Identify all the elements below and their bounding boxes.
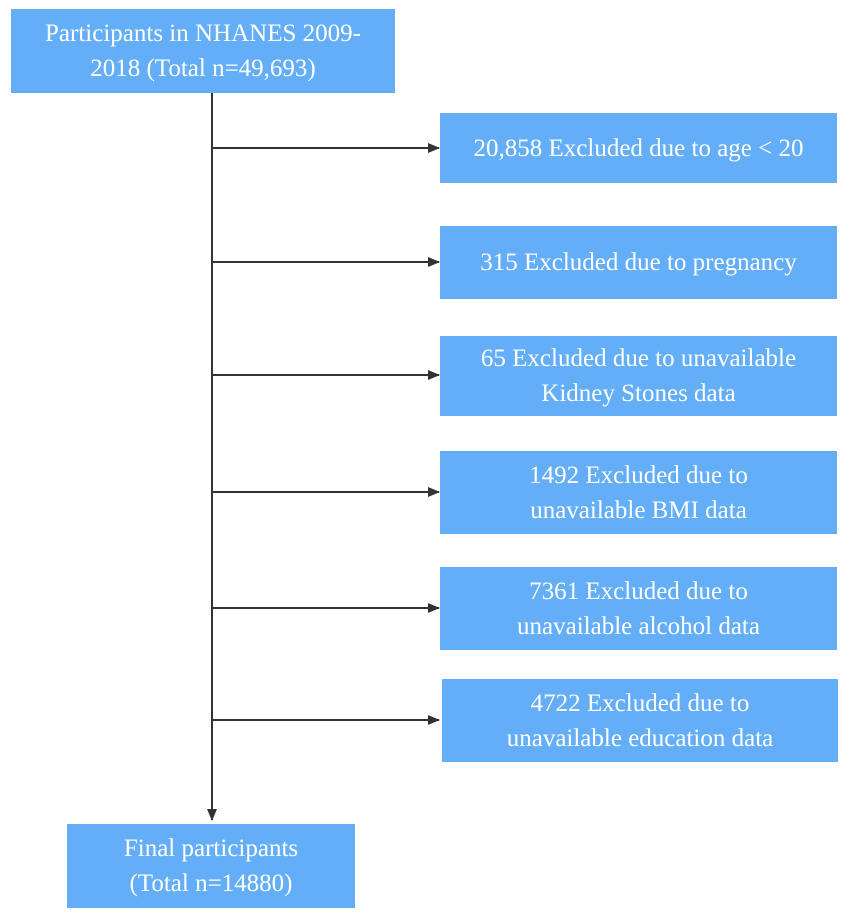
exclusion-box-alcohol: 7361 Excluded due to unavailable alcohol… [440, 567, 837, 650]
start-box-line2: 2018 (Total n=49,693) [90, 55, 316, 82]
final-box: Final participants (Total n=14880) [67, 824, 355, 908]
exclusion-box-bmi-line2: unavailable BMI data [530, 496, 747, 524]
exclusion-box-age-line1: 20,858 Excluded due to age < 20 [473, 134, 804, 162]
exclusion-box-kidney-stones: 65 Excluded due to unavailable Kidney St… [440, 336, 837, 416]
exclusion-box-education-line1: 4722 Excluded due to [530, 689, 750, 717]
exclusion-box-pregnancy-line1: 315 Excluded due to pregnancy [480, 249, 797, 276]
exclusion-box-pregnancy: 315 Excluded due to pregnancy [440, 226, 837, 299]
start-box-line1: Participants in NHANES 2009- [45, 20, 361, 47]
exclusion-box-kidney-stones-line2: Kidney Stones data [541, 380, 736, 407]
start-box: Participants in NHANES 2009- 2018 (Total… [11, 9, 395, 93]
exclusion-box-bmi: 1492 Excluded due to unavailable BMI dat… [440, 451, 837, 534]
exclusion-box-education: 4722 Excluded due to unavailable educati… [442, 679, 838, 762]
exclusion-box-kidney-stones-line1: 65 Excluded due to unavailable [480, 345, 797, 372]
exclusion-box-education-line2: unavailable education data [506, 724, 774, 752]
exclusion-box-bmi-line1: 1492 Excluded due to [529, 461, 748, 489]
exclusion-box-age: 20,858 Excluded due to age < 20 [440, 113, 837, 183]
final-box-line1: Final participants [123, 835, 299, 862]
exclusion-box-alcohol-line1: 7361 Excluded due to [529, 577, 748, 605]
exclusion-box-alcohol-line2: unavailable alcohol data [517, 612, 760, 640]
final-box-line2: (Total n=14880) [129, 870, 293, 897]
